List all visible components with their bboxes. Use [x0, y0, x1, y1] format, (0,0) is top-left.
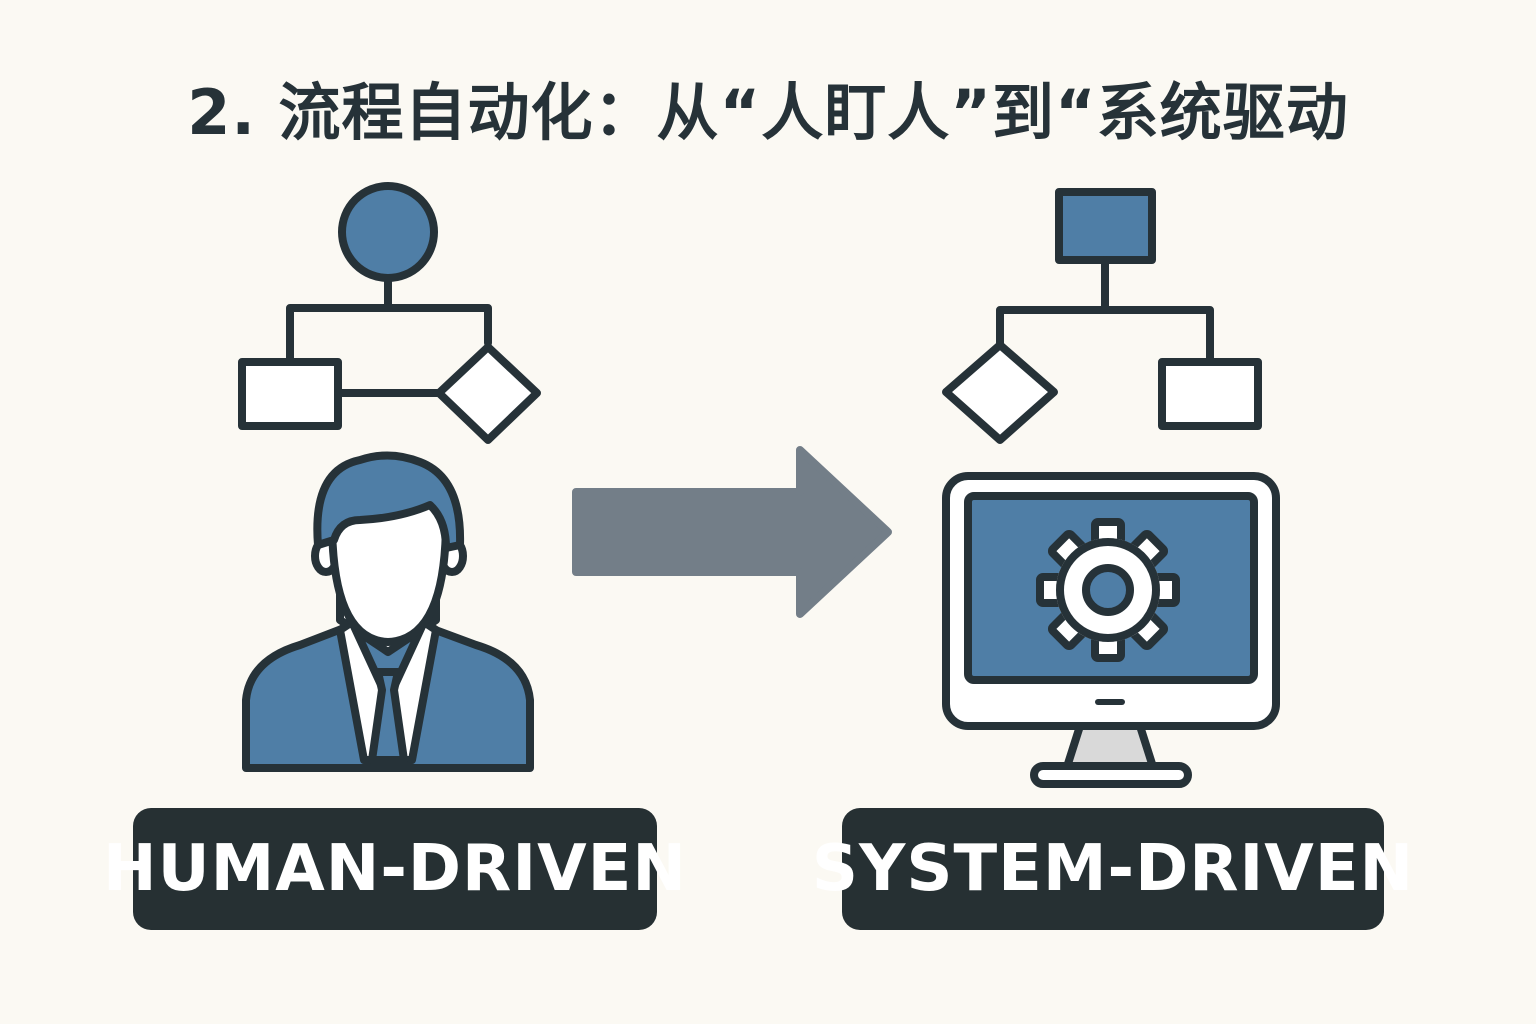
flowchart-node-box: [238, 358, 342, 430]
human-driven-label: HUMAN-DRIVEN: [103, 808, 686, 930]
left-flowchart-icon: [238, 182, 541, 444]
flowchart-node-diamond: [942, 341, 1058, 444]
gear-icon: [1036, 518, 1180, 662]
right-flowchart-icon: [942, 188, 1262, 444]
diagram-title: 2. 流程自动化：从“人盯人”到“系统驱动: [187, 76, 1349, 149]
system-driven-label: SYSTEM-DRIVEN: [812, 808, 1413, 930]
arrow-right-icon: [572, 446, 892, 618]
businessman-icon: [242, 451, 534, 772]
flowchart-node-box: [1158, 358, 1262, 430]
flowchart-node-diamond: [435, 343, 541, 444]
flowchart-node-circle: [338, 182, 438, 282]
flowchart-node-box-top: [1055, 188, 1156, 264]
